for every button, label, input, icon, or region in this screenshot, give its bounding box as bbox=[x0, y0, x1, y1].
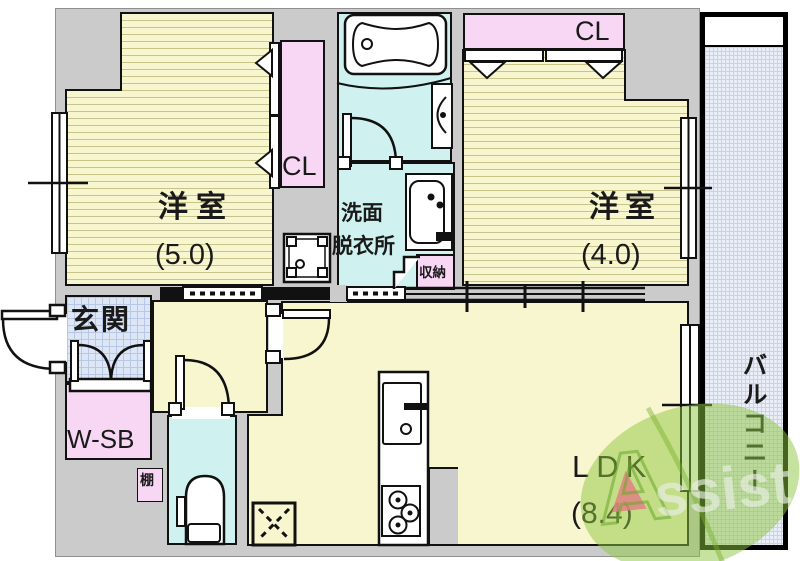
bedroom4-name-label: 洋室 bbox=[589, 191, 661, 224]
shoe-box-label: W-SB bbox=[67, 424, 135, 454]
washroom-label-line1: 洗面 bbox=[341, 202, 383, 225]
bedroom5-name-label: 洋室 bbox=[158, 191, 234, 224]
shoe-box bbox=[65, 383, 152, 460]
ldk-size-label: (8.4) bbox=[571, 497, 633, 530]
ldk-name-label: LDK bbox=[572, 449, 654, 484]
toilet-room bbox=[167, 415, 237, 545]
pipe-space bbox=[428, 467, 458, 545]
shelf-box bbox=[137, 468, 163, 502]
closet-left-label: CL bbox=[282, 151, 317, 181]
balcony-label: バルコニー bbox=[739, 352, 767, 497]
bedroom5-floor-upper bbox=[121, 13, 273, 90]
shelf-label: 棚 bbox=[140, 472, 154, 488]
storage-label: 収納 bbox=[419, 265, 446, 280]
bedroom4-size-label: (4.0) bbox=[581, 239, 641, 271]
washroom-label-line2: 脱衣所 bbox=[332, 235, 395, 258]
bedroom5-size-label: (5.0) bbox=[155, 239, 215, 271]
ldk-floor-nook bbox=[248, 415, 282, 545]
closet-right-label: CL bbox=[575, 16, 610, 46]
closet-left bbox=[280, 40, 325, 188]
bathroom bbox=[337, 12, 452, 162]
entrance-label: 玄関 bbox=[71, 304, 132, 335]
corridor bbox=[152, 300, 268, 413]
closet-right bbox=[463, 13, 625, 50]
